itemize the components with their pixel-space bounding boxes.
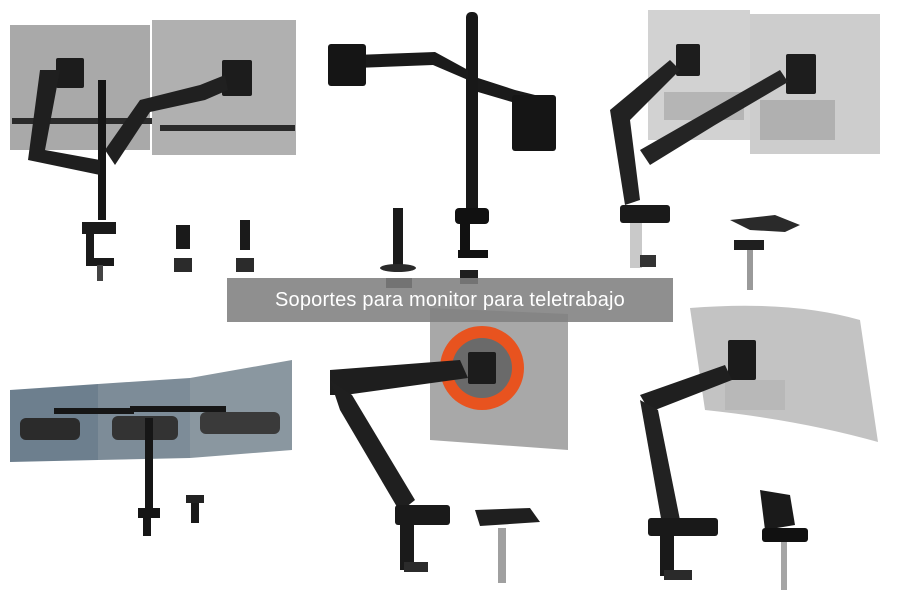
photo-single-arm-curved bbox=[600, 300, 900, 600]
photo-dual-mount-pole-image bbox=[328, 12, 556, 288]
caption-text: Soportes para monitor para teletrabajo bbox=[274, 288, 626, 311]
pole bbox=[466, 12, 478, 214]
photo-dual-mount-pole bbox=[300, 0, 600, 300]
photo-single-arm-orange-image bbox=[330, 308, 568, 583]
pole bbox=[98, 80, 106, 220]
photo-dual-gas-arm-image bbox=[610, 10, 880, 290]
photo-dual-arm-pole bbox=[0, 0, 300, 300]
photo-triple-mount-image bbox=[10, 360, 292, 536]
photo-single-arm-curved-image bbox=[640, 305, 878, 590]
photo-triple-mount bbox=[0, 300, 300, 600]
caption-band: Soportes para monitor para teletrabajo bbox=[227, 278, 673, 322]
photo-single-arm-orange bbox=[300, 300, 600, 600]
photo-dual-gas-arm bbox=[600, 0, 900, 300]
pole bbox=[145, 418, 153, 510]
photo-dual-arm-pole-image bbox=[10, 20, 296, 281]
